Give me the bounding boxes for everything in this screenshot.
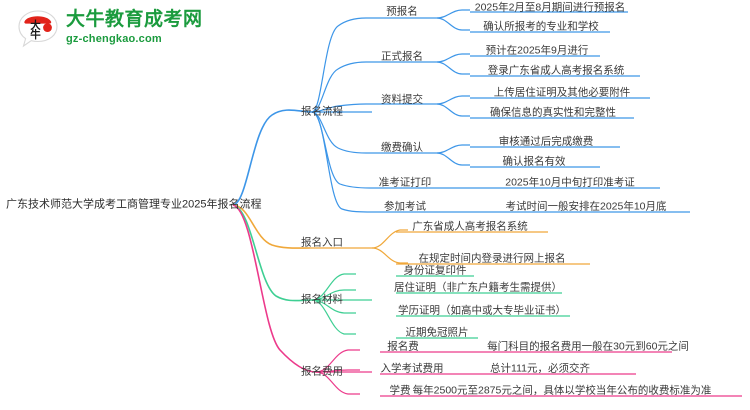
logo-text: 大牛教育成考网 gz-chengkao.com	[66, 9, 203, 46]
subtopic-formal-registration[interactable]: 正式报名	[381, 50, 423, 63]
subtopic-entrance-exam-fee[interactable]: 入学考试费用	[380, 362, 444, 375]
subtopic-admission-ticket[interactable]: 准考证打印	[378, 176, 432, 189]
center-topic[interactable]: 广东技术师范大学成考工商管理专业2025年报名流程	[6, 198, 262, 211]
leaf-material-submission-2[interactable]: 确保信息的真实性和完整性	[490, 106, 616, 119]
svg-text:大: 大	[30, 19, 41, 32]
subtopic-pre-registration[interactable]: 预报名	[386, 5, 418, 18]
leaf-payment-confirmation-2[interactable]: 确认报名有效	[502, 155, 566, 168]
leaf-admission-ticket-1[interactable]: 2025年10月中旬打印准考证	[505, 176, 635, 189]
leaf-application-fee-1[interactable]: 每门科目的报名费用一般在30元到60元之间	[487, 340, 689, 353]
site-logo: 大 牛 大牛教育成考网 gz-chengkao.com	[16, 6, 246, 54]
leaf-formal-registration-2[interactable]: 登录广东省成人高考报名系统	[487, 64, 625, 77]
leaf-tuition-1[interactable]: 每年2500元至2875元之间，具体以学校当年公布的收费标准为准	[412, 384, 712, 397]
subtopic-application-fee[interactable]: 报名费	[387, 340, 419, 353]
leaf-pre-registration-2[interactable]: 确认所报考的专业和学校	[483, 20, 599, 33]
leaf-registration-entry-1[interactable]: 广东省成人高考报名系统	[412, 220, 528, 233]
leaf-pre-registration-1[interactable]: 2025年2月至8月期间进行预报名	[474, 1, 626, 14]
leaf-material-submission-1[interactable]: 上传居住证明及其他必要附件	[493, 86, 631, 99]
branch-label-registration-entry[interactable]: 报名入口	[301, 236, 343, 249]
subtopic-take-exam[interactable]: 参加考试	[384, 200, 426, 213]
branch-label-registration-materials[interactable]: 报名材料	[301, 293, 343, 306]
branch-label-report-process[interactable]: 报名流程	[301, 105, 343, 118]
subtopic-tuition[interactable]: 学费	[389, 384, 411, 397]
leaf-registration-materials-1[interactable]: 身份证复印件	[403, 264, 467, 277]
leaf-entrance-exam-fee-1[interactable]: 总计111元，必须交齐	[490, 362, 590, 375]
logo-domain: gz-chengkao.com	[66, 33, 162, 45]
leaf-registration-materials-4[interactable]: 近期免冠照片	[405, 326, 469, 339]
leaf-formal-registration-1[interactable]: 预计在2025年9月进行	[485, 44, 589, 57]
logo-mark-icon: 大 牛	[18, 10, 58, 48]
subtopic-payment-confirmation[interactable]: 缴费确认	[381, 141, 423, 154]
leaf-registration-materials-2[interactable]: 居住证明（非广东户籍考生需提供）	[394, 281, 562, 294]
branch-label-registration-fees[interactable]: 报名费用	[301, 365, 343, 378]
leaf-registration-materials-3[interactable]: 学历证明（如高中或大专毕业证书）	[398, 304, 566, 317]
logo-brand-name: 大牛教育成考网	[66, 9, 203, 30]
subtopic-material-submission[interactable]: 资料提交	[381, 93, 423, 106]
leaf-take-exam-1[interactable]: 考试时间一般安排在2025年10月底	[505, 200, 667, 213]
svg-text:牛: 牛	[30, 28, 41, 41]
leaf-payment-confirmation-1[interactable]: 审核通过后完成缴费	[498, 135, 594, 148]
leaf-registration-entry-2[interactable]: 在规定时间内登录进行网上报名	[418, 252, 566, 265]
